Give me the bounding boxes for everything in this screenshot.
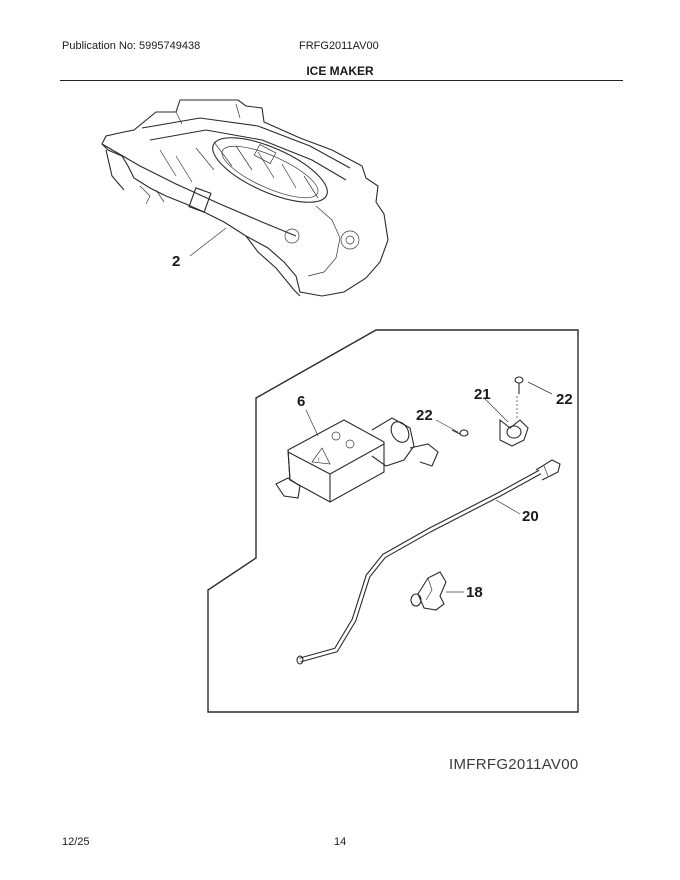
publication-number: Publication No: 5995749438 xyxy=(62,40,201,52)
callout-21: 21 xyxy=(474,386,491,403)
diagram-code: IMFRFG2011AV00 xyxy=(449,756,579,773)
callout-18: 18 xyxy=(466,584,483,601)
callout-22-left: 22 xyxy=(416,407,433,424)
callout-2: 2 xyxy=(172,253,180,270)
tube-clip xyxy=(410,571,447,611)
callout-20: 20 xyxy=(522,508,539,525)
header-rule xyxy=(60,80,623,81)
footer-date: 12/25 xyxy=(62,836,90,848)
model-number: FRFG2011AV00 xyxy=(299,40,379,52)
ice-maker-assembly xyxy=(101,99,389,297)
section-title: ICE MAKER xyxy=(306,64,374,78)
screw-upper xyxy=(514,376,524,420)
callout-6: 6 xyxy=(297,393,305,410)
water-valve: ! xyxy=(275,417,439,503)
tube-clamp xyxy=(499,418,529,447)
detail-frame xyxy=(207,329,579,713)
fill-tube xyxy=(296,459,561,665)
callout-22-right: 22 xyxy=(556,391,573,408)
page-number: 14 xyxy=(334,836,347,848)
warning-icon: ! xyxy=(318,458,320,464)
screw-middle xyxy=(451,429,469,437)
